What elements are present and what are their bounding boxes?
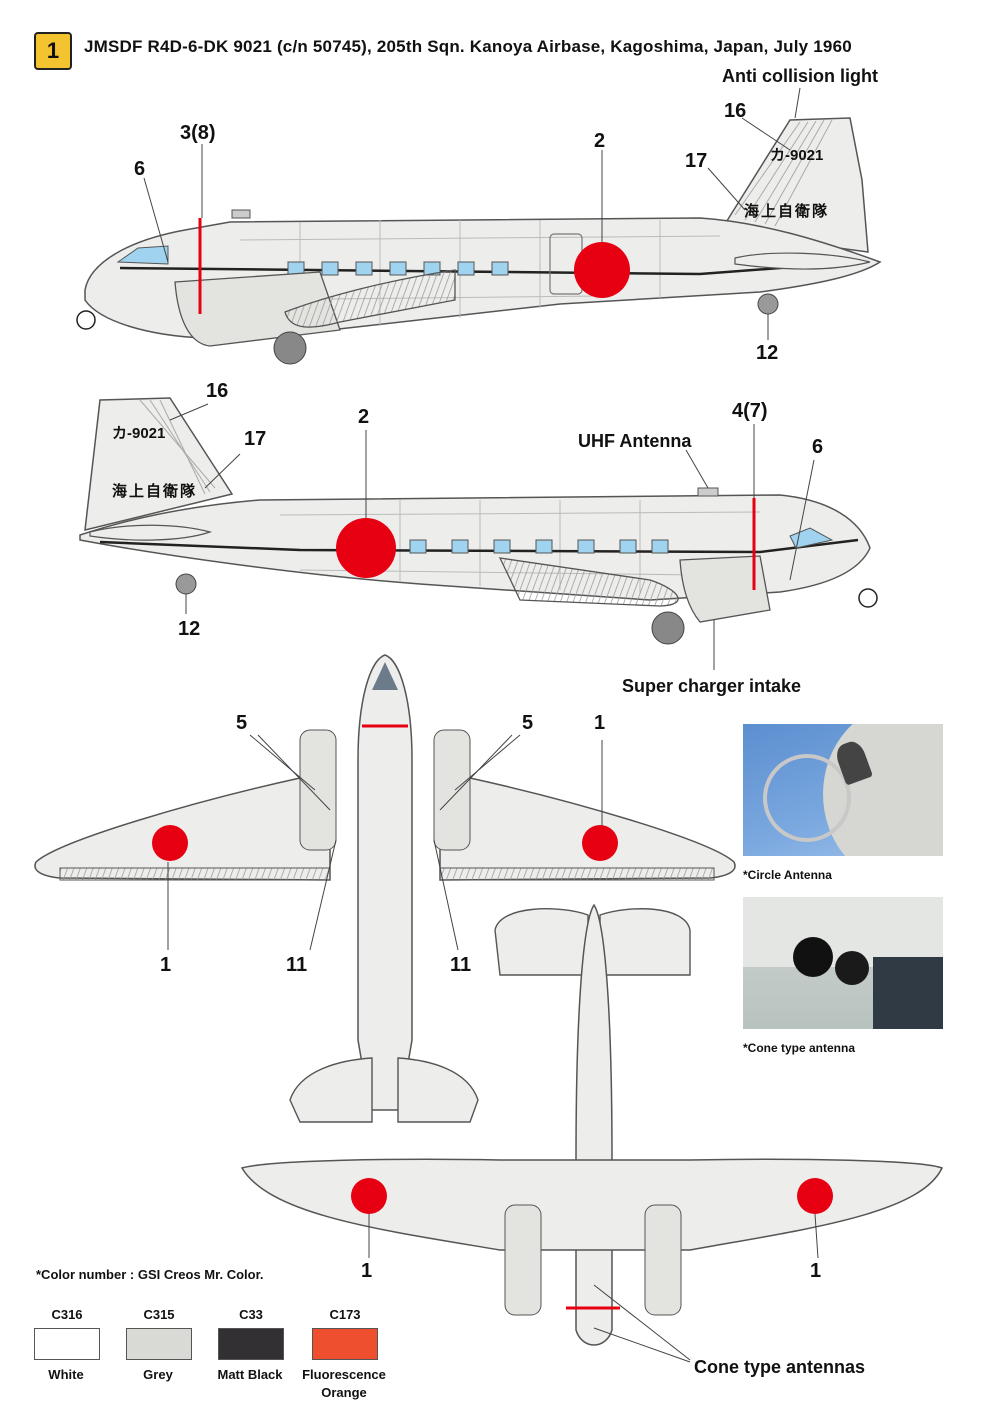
top-view xyxy=(34,654,736,1123)
swatch-name-grey: Grey xyxy=(143,1367,173,1382)
swatch-name-orange: Fluorescence Orange xyxy=(302,1367,386,1400)
circle-antenna-photo xyxy=(743,724,943,856)
swatch-matt-black xyxy=(218,1328,284,1360)
callout-17-mid: 17 xyxy=(244,428,267,450)
tail-code-left: カ-9021 xyxy=(770,147,824,164)
callout-5-left: 5 xyxy=(236,712,248,734)
uhf-antenna-label: UHF Antenna xyxy=(578,431,692,451)
callout-1-bottom-left: 1 xyxy=(361,1260,373,1282)
callout-1-bottom-right: 1 xyxy=(810,1260,822,1282)
callout-12-mid: 12 xyxy=(178,618,201,640)
callout-1-top-right: 1 xyxy=(594,712,606,734)
tail-kanji-left: 海上自衛隊 xyxy=(744,203,830,220)
swatch-name-white: White xyxy=(48,1367,84,1382)
swatch-fluorescence-orange xyxy=(312,1328,378,1360)
supercharger-intake-label: Super charger intake xyxy=(622,676,802,696)
side-view-left xyxy=(76,87,882,365)
callout-5-right: 5 xyxy=(522,712,534,734)
swatch-grey xyxy=(126,1328,192,1360)
callout-11-left: 11 xyxy=(286,954,308,976)
callout-1-top-left: 1 xyxy=(160,954,172,976)
bottom-view xyxy=(240,903,944,1363)
swatch-code-orange: C173 xyxy=(329,1307,361,1322)
swatch-code-white: C316 xyxy=(51,1307,83,1322)
swatch-code-black: C33 xyxy=(239,1307,263,1322)
swatch-code-grey: C315 xyxy=(143,1307,175,1322)
side-view-right xyxy=(79,397,878,670)
callout-2-top: 2 xyxy=(594,130,606,152)
callout-16-top: 16 xyxy=(724,100,747,122)
callout-4-7: 4(7) xyxy=(732,400,768,422)
swatch-white xyxy=(34,1328,100,1360)
callout-16-mid: 16 xyxy=(206,380,229,402)
callout-11-right: 11 xyxy=(450,954,472,976)
cone-antennas-label: Cone type antennas xyxy=(694,1357,866,1377)
callout-17-top: 17 xyxy=(685,150,708,172)
callout-2-mid: 2 xyxy=(358,406,370,428)
cone-antenna-caption: *Cone type antenna xyxy=(743,1041,856,1055)
swatch-name-black: Matt Black xyxy=(217,1367,283,1382)
scheme-title: JMSDF R4D-6-DK 9021 (c/n 50745), 205th S… xyxy=(84,37,852,56)
cone-antenna-photo xyxy=(743,897,943,1029)
callout-12-top: 12 xyxy=(756,342,779,364)
color-number-note: *Color number : GSI Creos Mr. Color. xyxy=(36,1267,264,1282)
tail-code-right: カ-9021 xyxy=(112,425,166,442)
callout-3-8: 3(8) xyxy=(180,122,216,144)
anti-collision-light-label: Anti collision light xyxy=(722,66,878,86)
circle-antenna-caption: *Circle Antenna xyxy=(743,868,832,882)
scheme-number-badge: 1 xyxy=(34,32,72,70)
tail-kanji-right: 海上自衛隊 xyxy=(112,483,198,500)
callout-6-mid: 6 xyxy=(812,436,824,458)
callout-6-top: 6 xyxy=(134,158,146,180)
